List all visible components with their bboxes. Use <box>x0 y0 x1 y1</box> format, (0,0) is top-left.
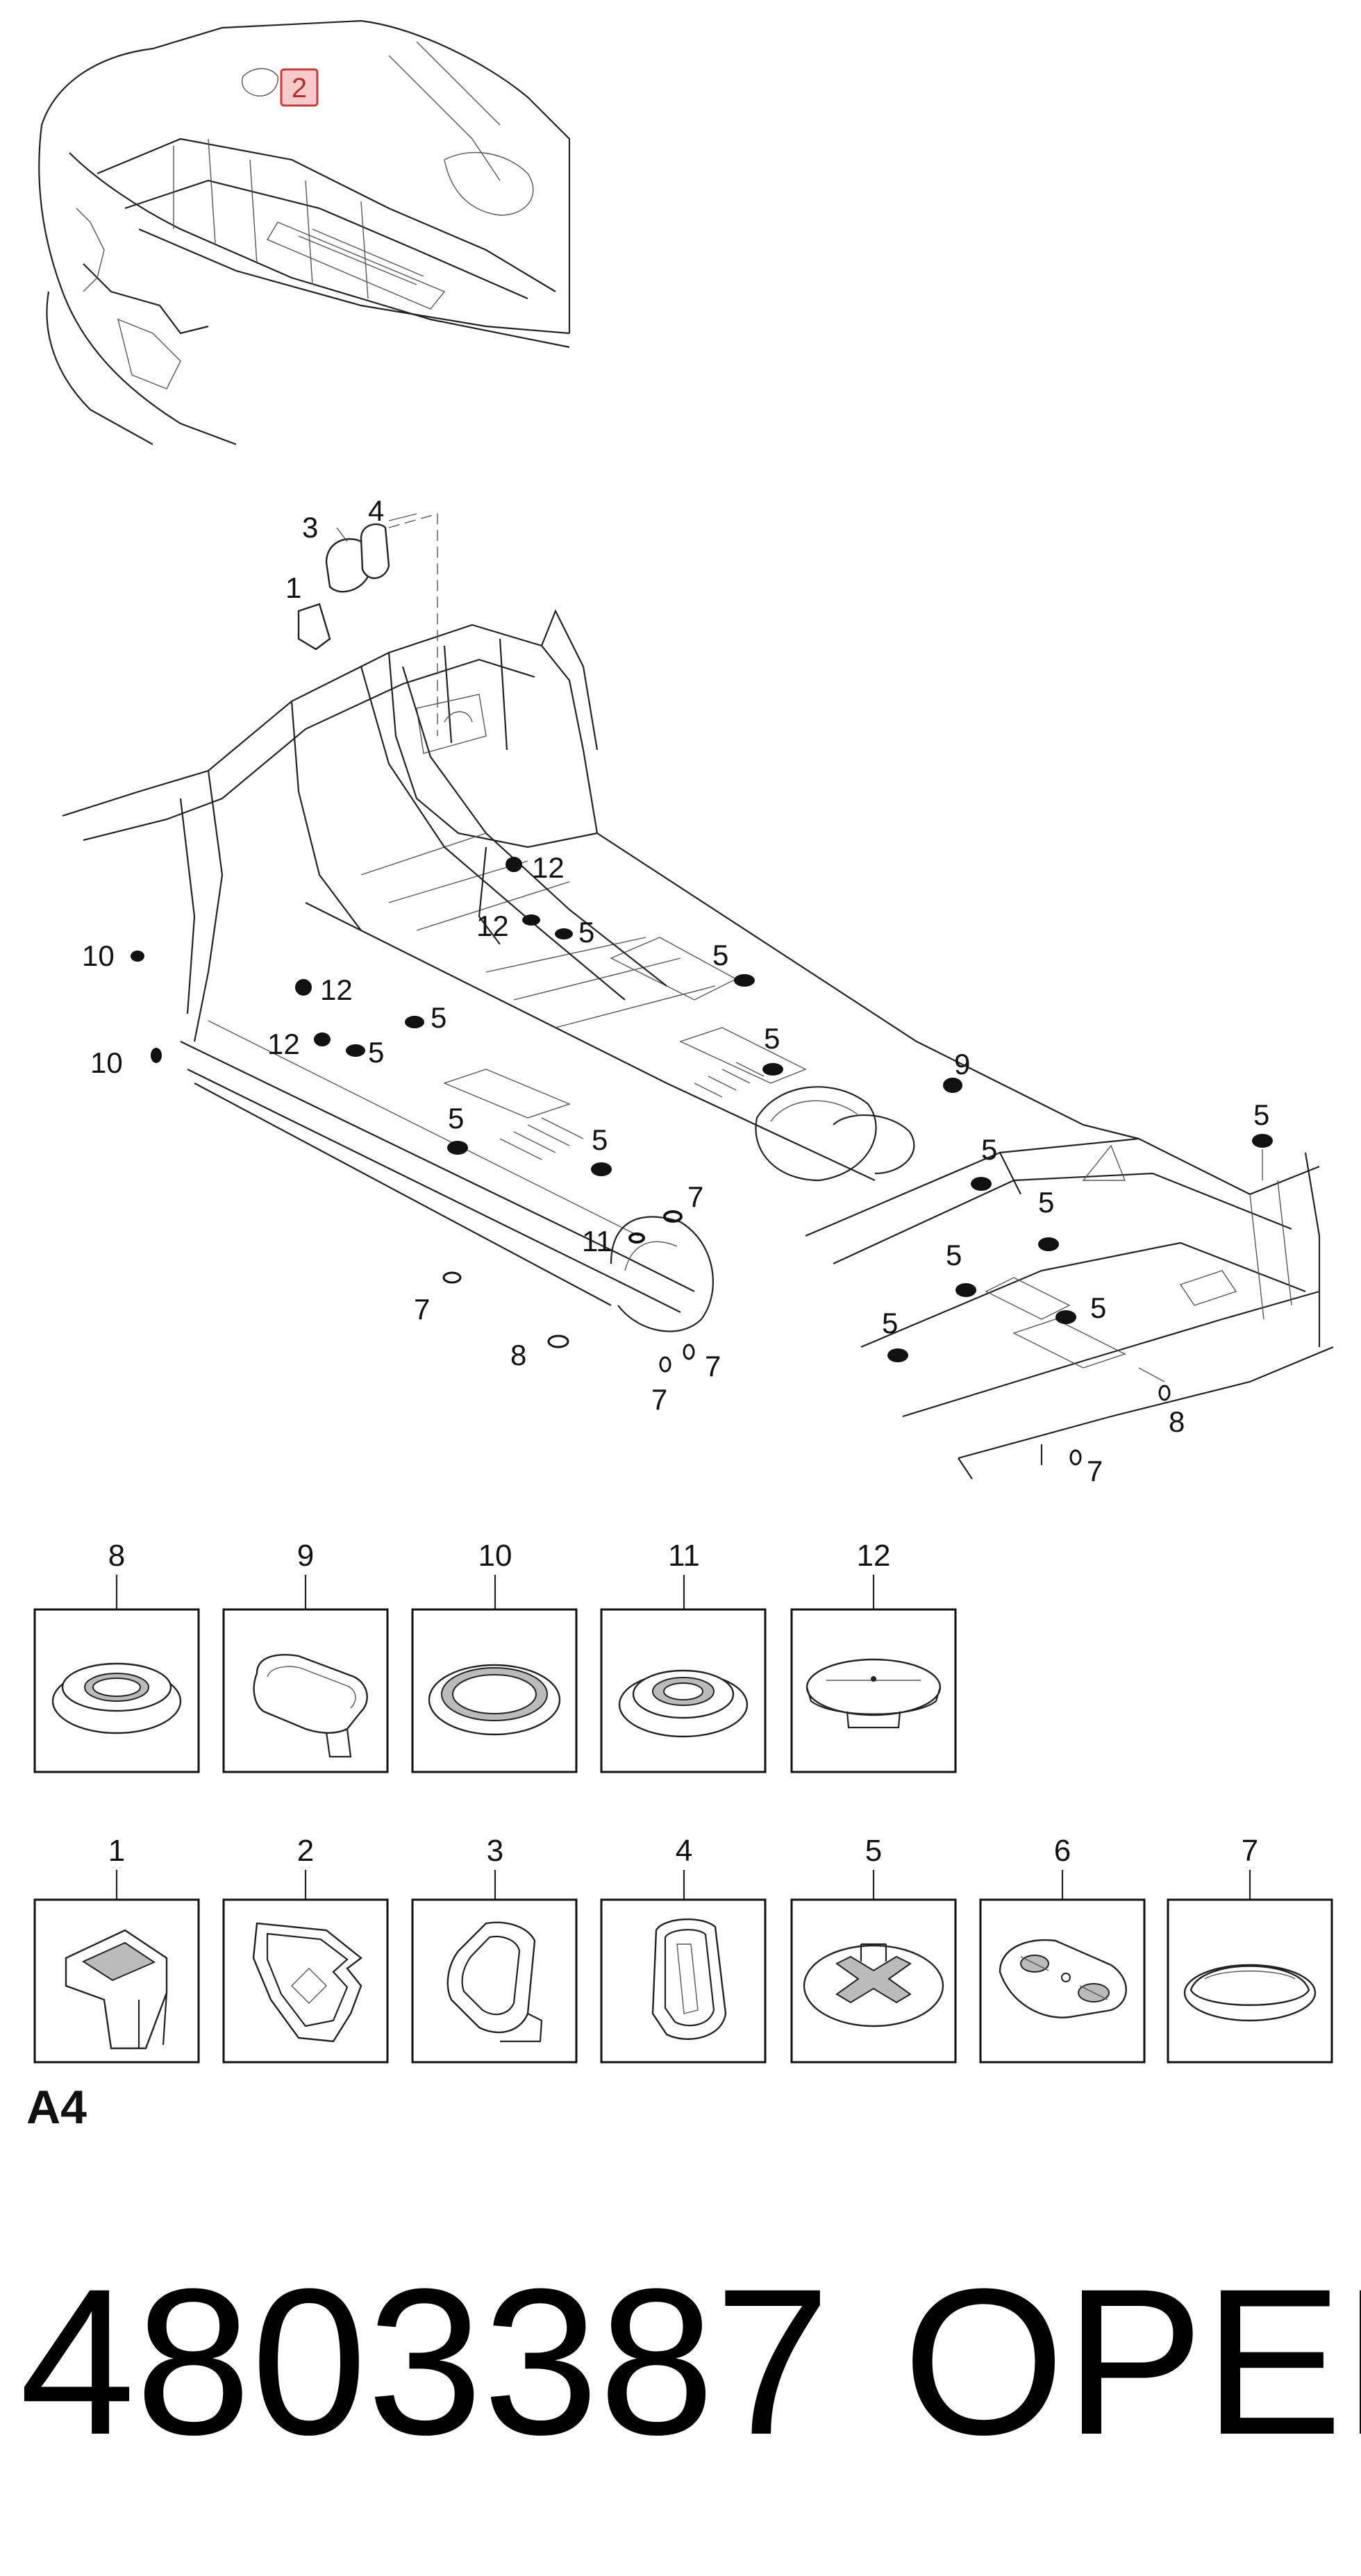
part-label: 7 <box>1242 1834 1258 1868</box>
callout-5: 5 <box>764 1022 780 1055</box>
part-box-12: 12 <box>790 1539 957 1773</box>
part-box-2: 2 <box>222 1834 389 2064</box>
part-label: 10 <box>478 1539 512 1573</box>
exploded-seals <box>297 513 438 736</box>
part-box-10: 10 <box>411 1539 578 1773</box>
callout-5: 5 <box>1038 1186 1054 1219</box>
plug-markers <box>131 857 1273 1466</box>
callout-5: 5 <box>448 1102 464 1135</box>
callout-9: 9 <box>954 1048 970 1080</box>
part-box-1: 1 <box>33 1834 200 2064</box>
inset-engine-bay-sketch: 2 <box>38 19 571 446</box>
callout-11: 11 <box>582 1225 612 1257</box>
callout-10: 10 <box>90 1046 123 1079</box>
part-box-9: 9 <box>222 1539 389 1773</box>
inset-callout-badge <box>280 68 319 107</box>
callout-5: 5 <box>592 1123 608 1156</box>
callout-7: 7 <box>651 1383 667 1416</box>
callout-5: 5 <box>431 1001 446 1034</box>
part-number: 4803387 <box>19 2245 830 2478</box>
section-label: A4 <box>26 2081 87 2134</box>
callout-labels: 1 3 4 12 12 5 10 12 5 5 12 5 10 5 9 5 5 … <box>82 494 1269 1487</box>
callout-7: 7 <box>687 1180 703 1213</box>
part-label: 6 <box>1054 1834 1071 1868</box>
callout-5: 5 <box>946 1239 962 1271</box>
part-box-4: 4 <box>600 1834 767 2064</box>
callout-5: 5 <box>368 1036 384 1069</box>
part-box-8: 8 <box>33 1539 200 1773</box>
callout-3: 3 <box>302 511 318 544</box>
part-box-7: 7 <box>1167 1834 1333 2064</box>
callout-5: 5 <box>882 1307 898 1339</box>
callout-5: 5 <box>1090 1291 1106 1324</box>
callout-12: 12 <box>267 1028 300 1060</box>
part-box-5: 5 <box>790 1834 957 2064</box>
part-label: 5 <box>865 1834 882 1868</box>
part-label: 2 <box>297 1834 314 1868</box>
callout-8: 8 <box>1169 1405 1185 1438</box>
underbody-sketch <box>62 609 1334 1480</box>
callout-4: 4 <box>368 494 384 527</box>
part-label: 1 <box>108 1834 125 1868</box>
callout-12: 12 <box>532 851 565 884</box>
callout-5: 5 <box>1253 1098 1269 1131</box>
callout-7: 7 <box>1087 1455 1103 1487</box>
callout-7: 7 <box>705 1350 721 1382</box>
callout-5: 5 <box>578 916 594 948</box>
part-label: 8 <box>108 1539 125 1573</box>
callout-5: 5 <box>712 939 728 971</box>
parts-row-top: 8 9 10 11 <box>33 1539 957 1773</box>
brand-name: OPEL <box>903 2245 1361 2478</box>
callout-10: 10 <box>82 939 115 972</box>
part-box-3: 3 <box>411 1834 578 2064</box>
callout-leaders <box>336 513 1263 1382</box>
callout-7: 7 <box>414 1293 430 1325</box>
part-box-11: 11 <box>600 1539 767 1773</box>
exploded-tall-seal <box>360 523 390 579</box>
part-label: 11 <box>668 1539 700 1573</box>
callout-12: 12 <box>320 973 353 1006</box>
part-label: 9 <box>297 1539 314 1573</box>
part-label: 12 <box>857 1539 891 1573</box>
inset-callout-label: 2 <box>292 73 307 103</box>
part-box-6: 6 <box>979 1834 1146 2064</box>
callout-8: 8 <box>510 1339 526 1371</box>
callout-1: 1 <box>285 571 301 604</box>
exploded-duct-seal <box>297 603 331 651</box>
parts-row-bottom: 1 2 3 4 <box>33 1834 1333 2064</box>
part-label: 3 <box>487 1834 503 1868</box>
part-label: 4 <box>676 1834 692 1868</box>
callout-12: 12 <box>476 910 509 942</box>
callout-5: 5 <box>981 1133 997 1166</box>
